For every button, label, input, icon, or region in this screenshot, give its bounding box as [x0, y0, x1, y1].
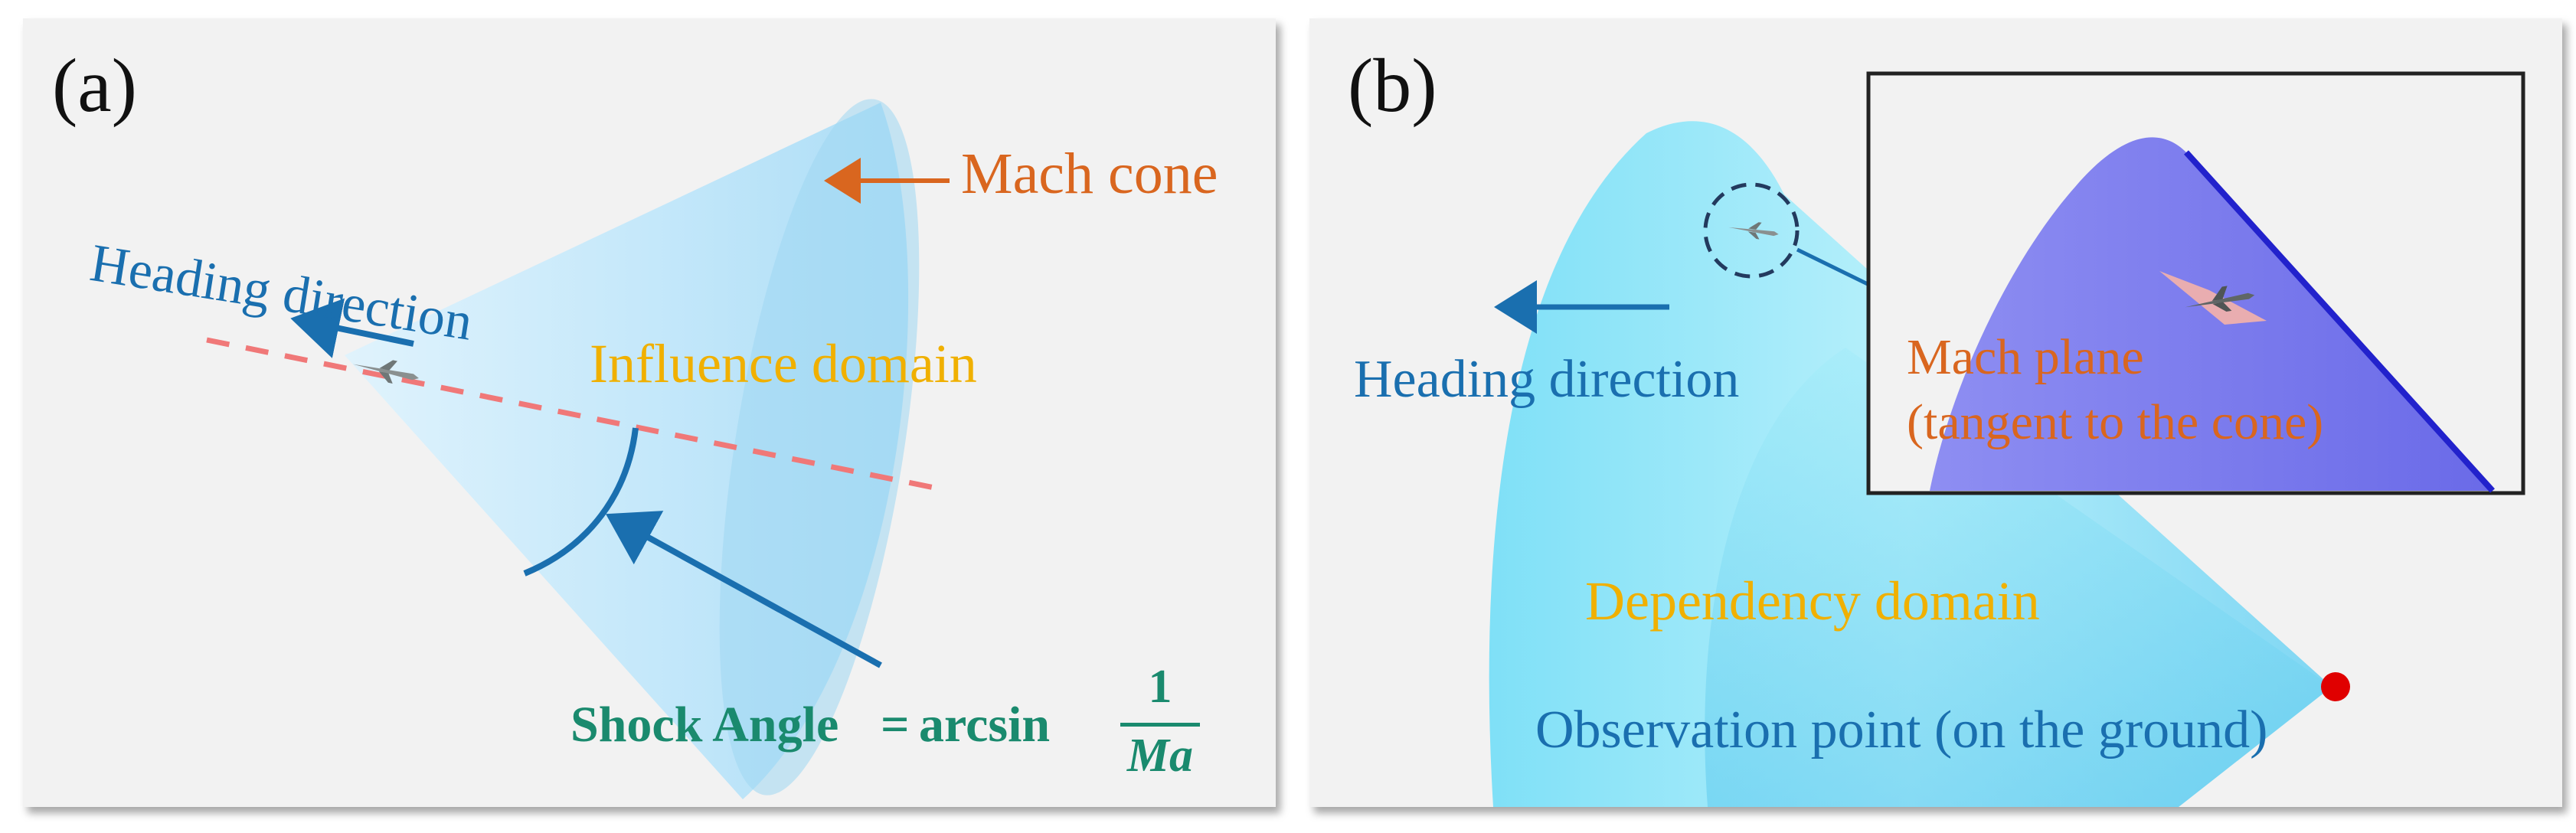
influence-domain-label: Influence domain [590, 333, 977, 394]
dependency-cone-shade [1705, 348, 2332, 807]
aircraft-icon-small [1728, 222, 1779, 240]
panel-a-drawing [206, 99, 950, 799]
observation-point-label: Observation point (on the ground) [1535, 701, 2268, 760]
mach-cone-base [719, 99, 920, 795]
shock-angle-arc [523, 427, 639, 577]
fraction-denominator: Ma [1126, 730, 1194, 782]
panel-b-drawing [1489, 71, 2525, 807]
panel-b: (b) Heading direction Mach plane (tangen… [1309, 18, 2562, 807]
fraction-bar [1120, 723, 1200, 727]
mach-cone-label: Mach cone [961, 142, 1218, 206]
mach-plane-edge [2184, 150, 2495, 493]
dashed-axis-line [206, 337, 943, 492]
dependency-domain-label: Dependency domain [1585, 570, 2040, 632]
panel-b-label: (b) [1348, 43, 1437, 128]
panel-a: (a) Mach cone Heading direction Influenc… [23, 18, 1276, 807]
shock-angle-text: Shock Angle [570, 697, 839, 753]
inset-connector-line [1796, 247, 1874, 289]
aircraft-icon-inset [2185, 286, 2255, 312]
panel-a-label: (a) [52, 43, 137, 128]
inset-box [1866, 71, 2525, 495]
equals-sign: = [881, 697, 910, 753]
arcsin-text: arcsin [919, 697, 1051, 753]
mach-plane-label-line1: Mach plane [1907, 329, 2144, 385]
aircraft-highlight-circle [1703, 182, 1800, 279]
mach-plane-surface [1930, 137, 2493, 491]
fraction-numerator: 1 [1148, 661, 1172, 713]
shock-angle-formula: Shock Angle = arcsin 1 Ma [570, 661, 1260, 782]
aircraft-icon [352, 360, 419, 384]
mach-plane-highlight [2159, 271, 2267, 325]
heading-direction-label-b: Heading direction [1354, 350, 1740, 409]
mach-plane-label-line2: (tangent to the cone) [1907, 394, 2324, 450]
shock-angle-arrow [605, 511, 882, 668]
observation-point-dot [2321, 672, 2350, 701]
heading-arrow [290, 298, 414, 358]
